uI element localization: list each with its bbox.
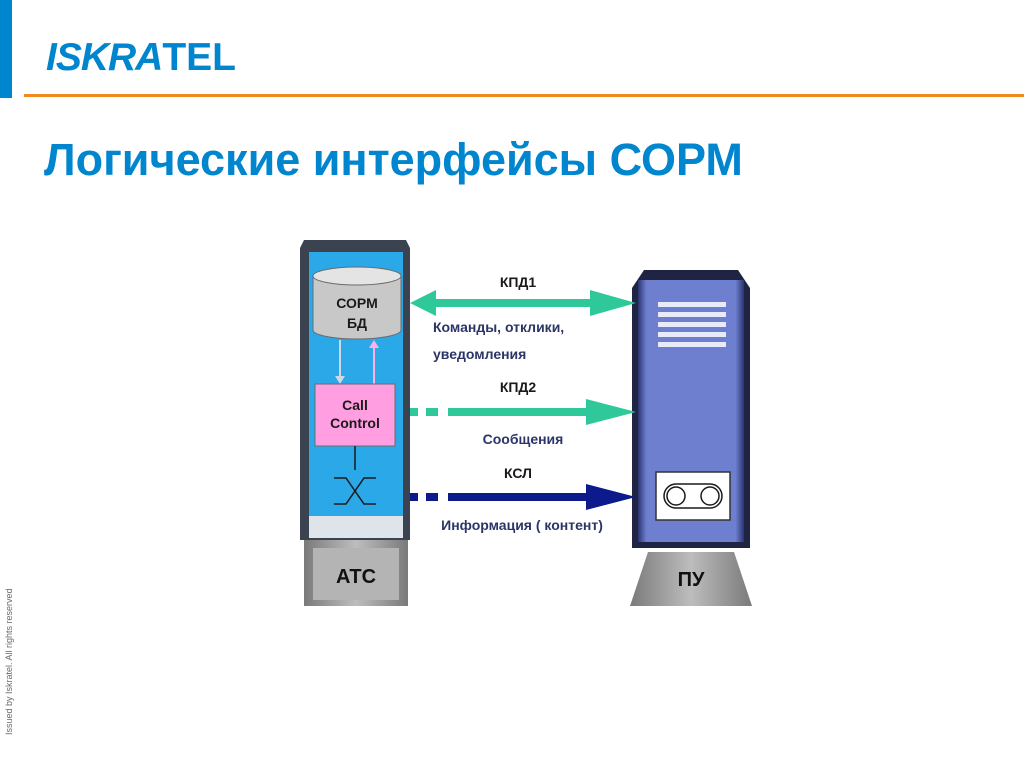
link-kpd1-description-line2: уведомления <box>433 346 526 362</box>
iskratel-logo: ISKRATEL <box>46 38 236 77</box>
link-kpd1-name: КПД1 <box>500 274 537 290</box>
logo-text-iskra: ISKRA <box>46 36 163 79</box>
accent-side-bar <box>0 0 12 98</box>
sorm-db-label-line2: БД <box>347 315 367 331</box>
link-ksl-name: КСЛ <box>504 465 532 481</box>
logo-text-tel: TEL <box>162 36 237 79</box>
link-ksl-description: Информация ( контент) <box>441 517 603 533</box>
link-kpd1: КПД1 Команды, отклики, уведомления <box>410 274 636 362</box>
ats-base-plate <box>313 548 399 600</box>
pu-vent-grille <box>658 302 726 347</box>
switch-matrix-icon <box>334 446 376 505</box>
pu-tape-recorder-icon <box>655 471 731 521</box>
call-control-label-line2: Control <box>330 415 380 431</box>
link-ksl: КСЛ Информация ( контент) <box>410 465 636 533</box>
link-kpd2-description: Сообщения <box>483 431 564 447</box>
slide-title: Логические интерфейсы СОРМ <box>44 134 743 185</box>
ats-label: АТС <box>336 566 376 588</box>
ats-cabinet-bottom-strip <box>309 516 403 538</box>
call-control-label-line1: Call <box>342 397 368 413</box>
ats-unit: СОРМ БД Call Control АТС <box>300 240 410 606</box>
db-control-arrows <box>335 340 379 384</box>
sorm-db-cylinder <box>312 266 402 340</box>
pu-unit: ПУ <box>630 270 752 606</box>
link-kpd2: КПД2 Сообщения <box>410 379 636 447</box>
pu-base <box>630 552 752 606</box>
link-kpd1-description-line1: Команды, отклики, <box>433 319 564 335</box>
link-kpd2-name: КПД2 <box>500 379 537 395</box>
sorm-db-label-line1: СОРМ <box>336 295 377 311</box>
pu-label: ПУ <box>678 569 705 591</box>
header-divider <box>24 94 1024 97</box>
call-control-box <box>314 383 396 447</box>
